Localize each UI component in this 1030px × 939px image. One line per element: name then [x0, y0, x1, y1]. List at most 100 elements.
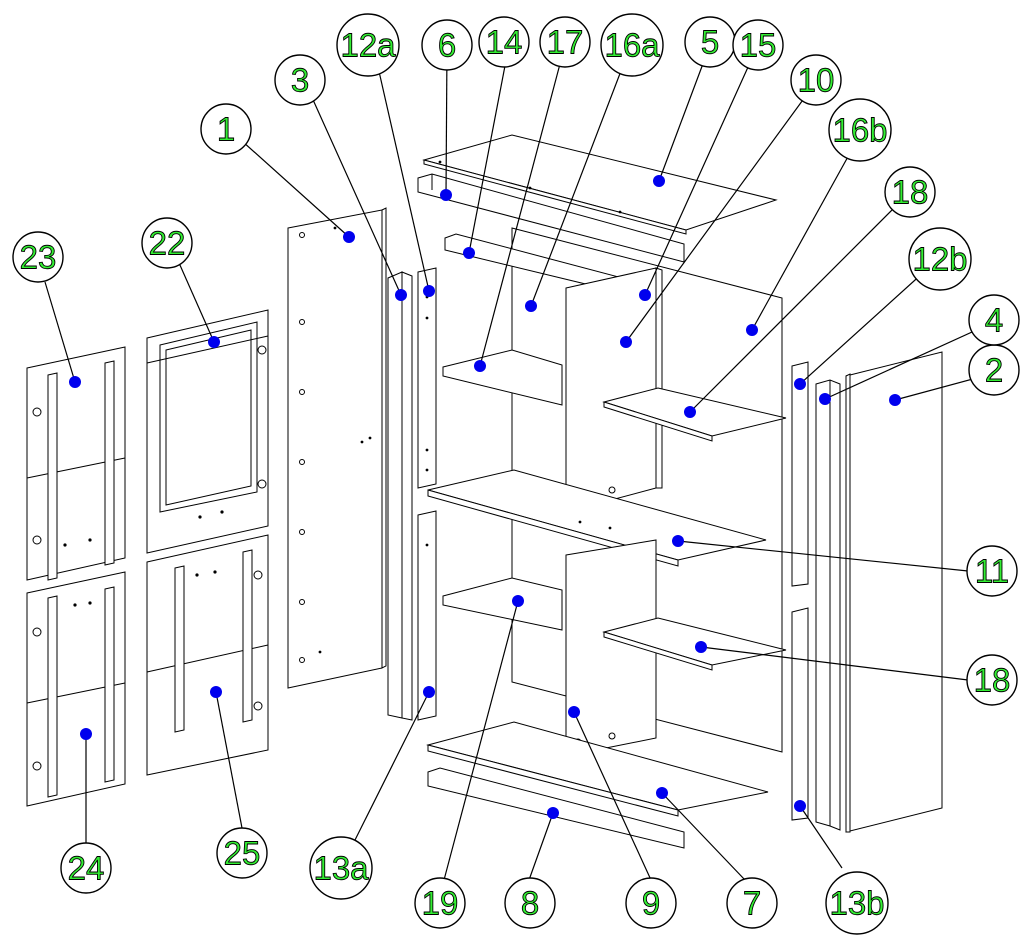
anchor-dot	[343, 231, 355, 243]
callout-24: 24	[60, 728, 112, 894]
top-rail-6	[417, 173, 685, 263]
svg-text:15: 15	[740, 27, 777, 64]
callout-6: 6	[421, 19, 473, 201]
svg-text:12b: 12b	[912, 241, 967, 278]
callout-17: 17	[474, 16, 591, 372]
anchor-dot	[568, 706, 580, 718]
anchor-dot	[547, 807, 559, 819]
anchor-dot	[684, 406, 696, 418]
anchor-dot	[423, 285, 435, 297]
anchor-dot	[620, 336, 632, 348]
callout-18-lower: 18	[695, 641, 1018, 706]
door-panel-24	[26, 571, 126, 807]
anchor-dot	[69, 376, 81, 388]
anchor-dot	[653, 175, 665, 187]
svg-text:16b: 16b	[832, 112, 887, 149]
svg-text:17: 17	[547, 24, 584, 61]
anchor-dot	[423, 686, 435, 698]
svg-text:8: 8	[521, 885, 539, 922]
svg-text:14: 14	[486, 24, 523, 61]
callout-16a: 16a	[525, 13, 664, 312]
right-side-panel	[845, 351, 943, 833]
svg-text:13b: 13b	[829, 885, 884, 922]
callout-12b: 12b	[794, 227, 972, 390]
svg-text:12a: 12a	[340, 27, 396, 64]
callout-11: 11	[672, 535, 1018, 597]
callout-1: 1	[200, 103, 355, 243]
callout-10: 10	[620, 54, 842, 348]
leader-lines	[44, 44, 996, 881]
callout-19: 19	[414, 595, 524, 929]
svg-text:10: 10	[798, 62, 835, 99]
anchor-dot	[695, 641, 707, 653]
callout-13b: 13b	[794, 800, 889, 935]
anchor-dot	[208, 336, 220, 348]
svg-text:18: 18	[974, 662, 1011, 699]
trim-13b	[791, 607, 809, 821]
anchor-dot	[746, 324, 758, 336]
callout-15: 15	[639, 19, 784, 301]
anchor-dot	[794, 800, 806, 812]
callout-16b: 16b	[746, 98, 892, 336]
callout-13a: 13a	[309, 686, 435, 900]
front-stile-4	[815, 379, 841, 831]
top-panel	[422, 134, 778, 235]
door-panel-25	[146, 534, 269, 776]
anchor-dot	[395, 289, 407, 301]
svg-text:11: 11	[975, 553, 1009, 590]
svg-text:4: 4	[985, 302, 1003, 339]
anchor-dot	[525, 300, 537, 312]
svg-text:9: 9	[642, 885, 660, 922]
trim-12a	[417, 267, 437, 489]
front-stile-3	[387, 271, 413, 721]
callout-14: 14	[463, 16, 530, 259]
svg-text:2: 2	[985, 352, 1003, 389]
callout-4: 4	[819, 294, 1020, 405]
svg-text:1: 1	[217, 111, 235, 148]
anchor-dot	[440, 189, 452, 201]
anchor-dot	[794, 378, 806, 390]
shelf-18-lower	[602, 617, 787, 671]
callout-8: 8	[504, 807, 559, 929]
svg-text:18: 18	[892, 174, 929, 211]
anchor-dot	[639, 289, 651, 301]
svg-text:16a: 16a	[604, 27, 660, 64]
anchor-dot	[656, 787, 668, 799]
shelf-19	[442, 577, 563, 631]
door-panel-23	[26, 346, 126, 581]
anchor-dot	[474, 360, 486, 372]
shelf-17	[442, 349, 563, 406]
callout-9: 9	[568, 706, 677, 929]
callout-5: 5	[653, 16, 736, 187]
svg-text:3: 3	[291, 62, 309, 99]
anchor-dot	[819, 393, 831, 405]
anchor-dot	[889, 394, 901, 406]
callout-18-upper: 18	[684, 166, 936, 418]
anchor-dot	[463, 247, 475, 259]
svg-text:22: 22	[149, 225, 186, 262]
bottom-panel-7	[426, 721, 769, 817]
svg-text:24: 24	[68, 850, 105, 887]
callout-3: 3	[274, 54, 407, 301]
svg-text:6: 6	[438, 27, 456, 64]
anchor-dot	[512, 595, 524, 607]
left-side-panel	[287, 207, 387, 689]
callout-23: 23	[12, 231, 81, 388]
svg-text:7: 7	[743, 885, 761, 922]
trim-12b	[791, 361, 809, 587]
svg-text:23: 23	[20, 239, 57, 276]
callout-22: 22	[141, 217, 220, 348]
anchor-dot	[210, 686, 222, 698]
callout-2: 2	[889, 344, 1020, 406]
door-panel-22	[146, 309, 269, 554]
anchor-dot	[80, 728, 92, 740]
svg-text:19: 19	[422, 885, 459, 922]
divider-panel-lower	[565, 539, 657, 757]
anchor-dot	[672, 535, 684, 547]
callout-25: 25	[210, 686, 268, 879]
callout-7: 7	[656, 787, 778, 929]
callout-12a: 12a	[336, 13, 435, 297]
svg-text:5: 5	[701, 24, 719, 61]
svg-text:25: 25	[224, 835, 261, 872]
